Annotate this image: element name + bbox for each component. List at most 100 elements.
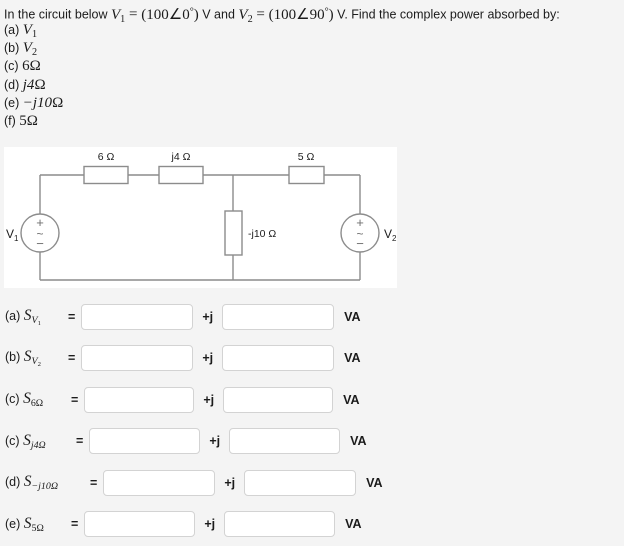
answer-real-input[interactable] [103,469,216,496]
choice-expr-b: V2 [22,40,38,59]
answer-row-equals: = [71,517,79,532]
choice-expr-f: 5Ω [19,112,38,129]
resistor-6-ohm-label: 6 Ω [98,151,115,163]
answer-imag-input[interactable] [244,469,357,496]
answer-row-label: (d) S−j10Ω [0,473,85,492]
voltage-source-v2-wave-icon: ~ [356,227,363,241]
plus-j-operator: +j [203,392,215,407]
answer-row-subscript: V2 [31,356,41,369]
v1-value: (100∠0°) [141,6,199,23]
choice-item-c: (c) 6Ω [4,57,304,75]
answer-row-subscript: V1 [31,314,41,327]
plus-j-operator: +j [202,351,214,366]
capacitor-neg-j10-ohm-body [224,210,243,256]
answer-imag-input[interactable] [222,303,335,330]
choice-tag-e: (e) [4,95,20,110]
choice-list: (a) V1 (b) V2 (c) 6Ω (d) j4Ω (e) −j10Ω (… [4,21,304,130]
answer-unit-label: VA [343,392,360,407]
answer-row-tag: (b) [5,350,24,365]
answer-row-label: (c) Sj4Ω [0,432,71,451]
choice-tag-d: (d) [4,77,20,92]
answer-row-subscript: 5Ω [31,522,44,534]
voltage-source-v1-minus-icon: − [36,236,44,251]
answer-unit-label: VA [344,351,361,366]
answer-row-label: (c) S6Ω [0,390,66,409]
unit-and-conjunction: V and [198,7,239,22]
answer-row-subscript: j4Ω [30,439,46,451]
problem-tail: V. Find the complex power absorbed by: [333,7,560,22]
answer-row-symbol: S6Ω [23,390,44,410]
answer-row-tag: (a) [5,308,24,323]
plus-j-operator: +j [202,309,214,324]
v2-value: (100∠90°) [268,6,334,23]
answer-real-input[interactable] [81,345,194,372]
answer-row: (a) SV1 = +j VA [0,296,624,338]
answer-row-label: (e) S5Ω [0,515,66,534]
answer-imag-input[interactable] [223,386,334,413]
choice-expr-e: −j10Ω [22,94,64,111]
choice-item-d: (d) j4Ω [4,76,304,94]
answer-unit-label: VA [345,517,362,532]
choice-item-f: (f) 5Ω [4,112,304,130]
voltage-source-v2-minus-icon: − [356,236,364,251]
choice-tag-c: (c) [4,59,19,74]
answer-imag-input[interactable] [222,345,335,372]
problem-statement: In the circuit below V1 = (100∠0°) V and… [4,2,624,29]
voltage-source-v1-plus-icon: + [36,215,44,230]
answer-unit-label: VA [344,309,361,324]
answer-row: (e) S5Ω = +j VA [0,504,624,546]
answer-row: (c) Sj4Ω = +j VA [0,421,624,463]
answer-row-equals: = [76,434,84,449]
answer-row-subscript-index: 1 [37,319,41,327]
answer-real-input[interactable] [84,386,195,413]
choice-item-a: (a) V1 [4,21,304,40]
answer-imag-input[interactable] [229,428,341,455]
answer-row: (b) SV2 = +j VA [0,338,624,380]
answer-real-input[interactable] [89,428,201,455]
answer-row-symbol: Sj4Ω [23,431,46,451]
choice-item-b: (b) V2 [4,39,304,59]
answer-row-equals: = [68,351,76,366]
v1-symbol: V1 [111,6,126,25]
answer-row-symbol: S5Ω [23,514,44,534]
choice-tag-b: (b) [4,41,20,56]
plus-j-operator: +j [204,517,216,532]
choice-expr-c: 6Ω [22,58,41,75]
answer-unit-label: VA [350,434,367,449]
plus-j-operator: +j [209,434,221,449]
voltage-source-v2-plus-icon: + [356,215,364,230]
equals-sign-2: = [252,6,269,23]
answer-row-tag: (c) [5,433,24,448]
answer-imag-input[interactable] [224,511,336,538]
answer-real-input[interactable] [81,303,194,330]
answer-real-input[interactable] [84,511,196,538]
voltage-source-v1-circle [20,213,60,253]
answer-row-subscript: −j10Ω [31,481,59,493]
answer-row-tag: (d) [5,475,24,490]
circuit-diagram-panel: 6 Ω j4 Ω 5 Ω -j10 Ω + ~ − V1 + ~ − V2 [4,147,397,288]
choice-item-e: (e) −j10Ω [4,94,304,112]
answer-row-equals: = [68,309,76,324]
answer-row-subscript: 6Ω [30,398,44,410]
answer-row-symbol: S−j10Ω [23,473,59,493]
answer-unit-label: VA [366,475,383,490]
problem-lead-in: In the circuit below [4,7,111,22]
voltage-source-v2-label: V2 [384,227,397,243]
choice-expr-d: j4Ω [22,76,46,93]
v2-symbol: V2 [238,6,253,25]
inductor-j4-ohm-body [158,165,204,185]
answer-row-tag: (c) [5,392,24,407]
answer-row-tag: (e) [5,516,24,531]
voltage-source-v1-wave-icon: ~ [36,227,43,241]
answer-row-symbol: SV2 [23,348,41,369]
resistor-5-ohm-body [288,165,325,185]
choice-tag-f: (f) [4,113,16,128]
voltage-source-v2-circle [340,213,380,253]
voltage-source-v1-label: V1 [6,227,19,243]
plus-j-operator: +j [224,475,236,490]
circuit-schematic: 6 Ω j4 Ω 5 Ω -j10 Ω + ~ − V1 + ~ − V2 [6,151,397,281]
answer-row-label: (a) SV1 [0,307,63,327]
